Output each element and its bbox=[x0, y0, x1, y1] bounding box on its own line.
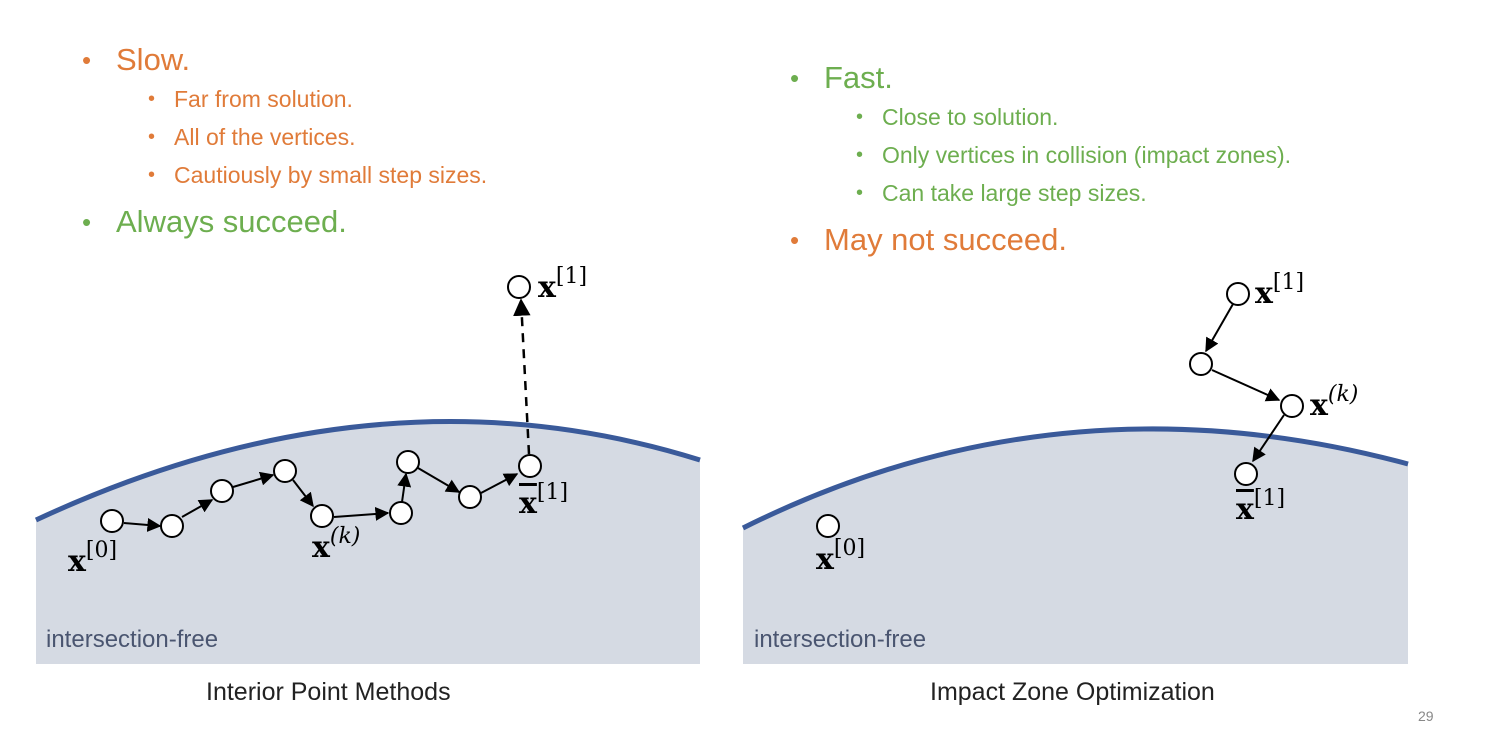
right-node bbox=[1280, 394, 1304, 418]
left-label-x0: x[0] bbox=[68, 538, 118, 579]
left-bullet-list: Slow. Far from solution. All of the vert… bbox=[82, 40, 487, 242]
left-node-top bbox=[507, 275, 531, 299]
right-node bbox=[1189, 352, 1213, 376]
right-bullet-list: Fast. Close to solution. Only vertices i… bbox=[790, 58, 1291, 260]
right-sub-large-steps: Can take large step sizes. bbox=[790, 174, 1291, 212]
right-feasible-region bbox=[743, 428, 1408, 664]
right-step-arrow bbox=[1211, 369, 1281, 402]
left-node bbox=[273, 459, 297, 483]
right-node-top bbox=[1226, 282, 1250, 306]
right-node bbox=[816, 514, 840, 538]
page-number: 29 bbox=[1418, 708, 1434, 724]
left-step-arrow bbox=[123, 517, 162, 532]
left-label-x1-bar: x[1] bbox=[519, 480, 569, 521]
right-label-x1-top: x[1] bbox=[1255, 270, 1305, 311]
left-step-arrow bbox=[397, 472, 412, 503]
left-node bbox=[310, 504, 334, 528]
left-step-arrow bbox=[292, 479, 314, 508]
right-node bbox=[1234, 462, 1258, 486]
left-node bbox=[458, 485, 482, 509]
left-node bbox=[210, 479, 234, 503]
left-region-label: intersection-free bbox=[46, 626, 219, 653]
right-label-x1-bar: x[1] bbox=[1236, 486, 1286, 527]
right-label-x0: x[0] bbox=[816, 536, 866, 577]
left-label-x1-top: x[1] bbox=[538, 264, 588, 305]
right-bullet-fast: Fast. bbox=[790, 58, 1291, 98]
right-bullet-may-not-succeed: May not succeed. bbox=[790, 220, 1291, 260]
left-sub-all-vertices: All of the vertices. bbox=[82, 118, 487, 156]
left-feasible-region bbox=[36, 421, 700, 664]
left-step-arrow bbox=[181, 499, 214, 518]
right-boundary-curve bbox=[741, 426, 1409, 531]
right-sub-only-vertices: Only vertices in collision (impact zones… bbox=[790, 136, 1291, 174]
left-step-arrow bbox=[480, 473, 519, 494]
left-bullet-slow: Slow. bbox=[82, 40, 487, 80]
left-sub-cautiously: Cautiously by small step sizes. bbox=[82, 156, 487, 194]
left-node bbox=[100, 509, 124, 533]
right-caption: Impact Zone Optimization bbox=[930, 678, 1215, 706]
right-region-label: intersection-free bbox=[754, 626, 927, 653]
left-step-arrow bbox=[417, 467, 461, 493]
left-node bbox=[518, 454, 542, 478]
left-step-arrow bbox=[333, 506, 390, 521]
right-step-arrow bbox=[1252, 414, 1285, 463]
left-node bbox=[389, 501, 413, 525]
left-boundary-curve bbox=[34, 419, 701, 523]
left-sub-far-from-solution: Far from solution. bbox=[82, 80, 487, 118]
left-label-xk: x(k) bbox=[312, 524, 361, 565]
left-node bbox=[160, 514, 184, 538]
right-step-arrow bbox=[1205, 303, 1234, 353]
right-sub-close-to-solution: Close to solution. bbox=[790, 98, 1291, 136]
left-caption: Interior Point Methods bbox=[206, 678, 451, 706]
left-node bbox=[396, 450, 420, 474]
right-label-xk: x(k) bbox=[1310, 382, 1359, 423]
left-bullet-always-succeed: Always succeed. bbox=[82, 202, 487, 242]
left-step-arrow bbox=[232, 471, 275, 488]
left-dashed-arrow bbox=[513, 298, 531, 455]
